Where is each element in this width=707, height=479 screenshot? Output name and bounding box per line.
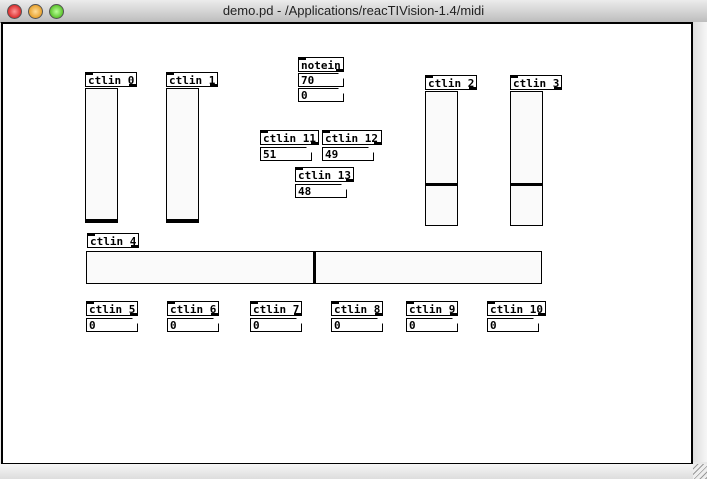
ctlin-1-object[interactable]: ctlin 1 [166, 72, 218, 87]
slider-knob[interactable] [312, 252, 316, 283]
horizontal-scrollbar[interactable] [0, 464, 693, 479]
ctlin-7-number-box[interactable]: 0 [250, 318, 302, 332]
close-button[interactable] [7, 4, 22, 19]
ctlin-6-number-box[interactable]: 0 [167, 318, 219, 332]
ctlin-12-number-box[interactable]: 49 [322, 147, 374, 161]
hslider-4[interactable] [86, 251, 542, 284]
slider-knob[interactable] [511, 183, 542, 186]
slider-knob[interactable] [426, 183, 457, 186]
ctlin-5-object[interactable]: ctlin 5 [86, 301, 138, 316]
ctlin-10-number-box[interactable]: 0 [487, 318, 539, 332]
ctlin-11-number-box[interactable]: 51 [260, 147, 312, 161]
ctlin-5-number-box[interactable]: 0 [86, 318, 138, 332]
ctlin-8-number-box[interactable]: 0 [331, 318, 383, 332]
vslider-1[interactable] [166, 88, 199, 223]
title-bar: demo.pd - /Applications/reacTIVision-1.4… [0, 0, 707, 23]
ctlin-13-object[interactable]: ctlin 13 [295, 167, 354, 182]
ctlin-10-object[interactable]: ctlin 10 [487, 301, 546, 316]
ctlin-13-number-box[interactable]: 48 [295, 184, 347, 198]
window-title: demo.pd - /Applications/reacTIVision-1.4… [222, 3, 485, 18]
ctlin-6-object[interactable]: ctlin 6 [167, 301, 219, 316]
slider-knob[interactable] [167, 219, 198, 222]
ctlin-3-object[interactable]: ctlin 3 [510, 75, 562, 90]
ctlin-4-object[interactable]: ctlin 4 [87, 233, 139, 248]
ctlin-11-object[interactable]: ctlin 11 [260, 130, 319, 145]
minimize-button[interactable] [28, 4, 43, 19]
ctlin-9-object[interactable]: ctlin 9 [406, 301, 458, 316]
slider-knob[interactable] [86, 219, 117, 222]
ctlin-12-object[interactable]: ctlin 12 [322, 130, 382, 145]
vslider-3[interactable] [510, 91, 543, 226]
vslider-2[interactable] [425, 91, 458, 226]
ctlin-2-object[interactable]: ctlin 2 [425, 75, 477, 90]
ctlin-7-object[interactable]: ctlin 7 [250, 301, 302, 316]
note-number-box[interactable]: 70 [298, 73, 344, 87]
notein-object[interactable]: notein [298, 57, 344, 72]
velocity-number-box[interactable]: 0 [298, 88, 344, 102]
ctlin-9-number-box[interactable]: 0 [406, 318, 458, 332]
vertical-scrollbar[interactable] [693, 22, 707, 462]
ctlin-8-object[interactable]: ctlin 8 [331, 301, 383, 316]
vslider-0[interactable] [85, 88, 118, 223]
resize-grip-icon[interactable] [693, 464, 707, 479]
zoom-button[interactable] [49, 4, 64, 19]
ctlin-0-object[interactable]: ctlin 0 [85, 72, 137, 87]
